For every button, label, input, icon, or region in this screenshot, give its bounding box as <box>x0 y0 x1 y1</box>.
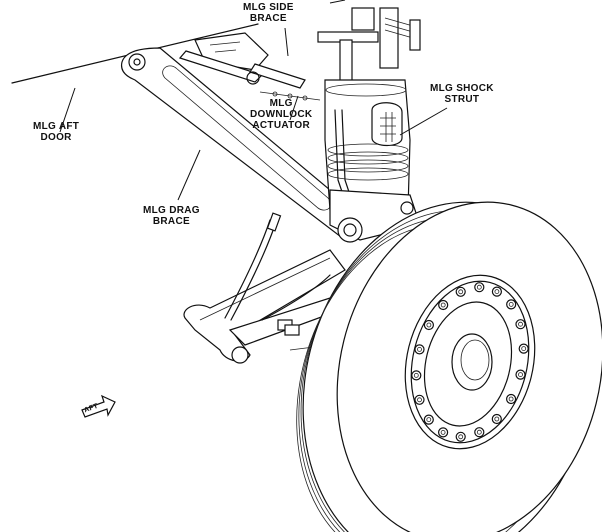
lug-nut <box>491 286 502 297</box>
aft-door-leader <box>59 87 76 133</box>
lug-nut-center <box>440 429 446 435</box>
label-line: MLG SIDE <box>243 2 294 13</box>
lug-nut <box>411 370 422 381</box>
lug-nut <box>518 343 529 354</box>
lug-nut-center <box>426 417 432 423</box>
shock-strut-leader <box>399 107 448 136</box>
lug-nut-center <box>518 321 523 327</box>
label-shock-strut: MLG SHOCK STRUT <box>430 83 494 105</box>
lug-nut-center <box>440 302 446 308</box>
lug-nut-center <box>417 397 422 403</box>
label-aft-door: MLG AFT DOOR <box>33 121 79 143</box>
side-brace-leader <box>284 27 289 57</box>
lug-nut-center <box>518 372 523 378</box>
label-line: BRACE <box>249 13 287 24</box>
lug-nut <box>455 431 466 442</box>
lug-nut <box>414 344 425 355</box>
side-brace <box>178 32 321 101</box>
label-line: ACTUATOR <box>252 120 310 131</box>
lug-nut <box>438 299 449 311</box>
side-brace-leader-tail <box>329 0 346 4</box>
lug-nut-center <box>494 289 500 295</box>
lug-nut <box>491 413 502 425</box>
lug-nut-center <box>426 322 432 328</box>
label-line: MLG SHOCK <box>430 83 494 94</box>
pivot-bolt <box>337 217 363 243</box>
lug-nut <box>515 319 526 330</box>
lug-nut-center <box>458 289 464 295</box>
lug-nut-center <box>476 284 482 290</box>
lug-nut <box>474 427 485 438</box>
drag-brace-leader <box>177 149 201 201</box>
lug-nut-center <box>413 372 419 378</box>
downlock-leader <box>289 95 299 121</box>
lug-nut <box>423 319 434 331</box>
lug-nut <box>506 299 517 310</box>
lug-nut-center <box>476 429 482 435</box>
label-side-brace: MLG SIDE BRACE <box>243 2 294 24</box>
lug-nut <box>438 427 449 438</box>
lug-nut-center <box>494 416 500 422</box>
lug-nuts <box>411 282 529 442</box>
lug-nut <box>423 414 434 425</box>
lug-nut <box>506 393 517 405</box>
lug-nut-center <box>417 346 422 352</box>
lug-nut-center <box>508 301 514 307</box>
label-line: MLG DRAG <box>143 205 200 216</box>
wheel <box>296 201 602 532</box>
lug-nut <box>414 394 425 405</box>
label-line: BRACE <box>152 216 190 227</box>
lug-nut <box>474 282 485 293</box>
shock-strut <box>317 7 421 241</box>
lug-nut-center <box>521 346 527 352</box>
aft-direction-arrow <box>81 394 116 418</box>
label-line: DOOR <box>40 132 72 143</box>
lug-nut-center <box>458 434 464 440</box>
label-line: STRUT <box>444 94 480 105</box>
lug-nut <box>455 286 466 297</box>
label-line: MLG AFT <box>33 121 80 132</box>
label-drag-brace: MLG DRAG BRACE <box>143 205 200 227</box>
lug-nut-center <box>508 396 514 402</box>
label-downlock-actuator: MLG DOWNLOCK ACTUATOR <box>250 98 312 131</box>
label-line: DOWNLOCK <box>250 109 313 120</box>
label-line: MLG <box>269 98 293 109</box>
lug-nut <box>515 369 526 380</box>
